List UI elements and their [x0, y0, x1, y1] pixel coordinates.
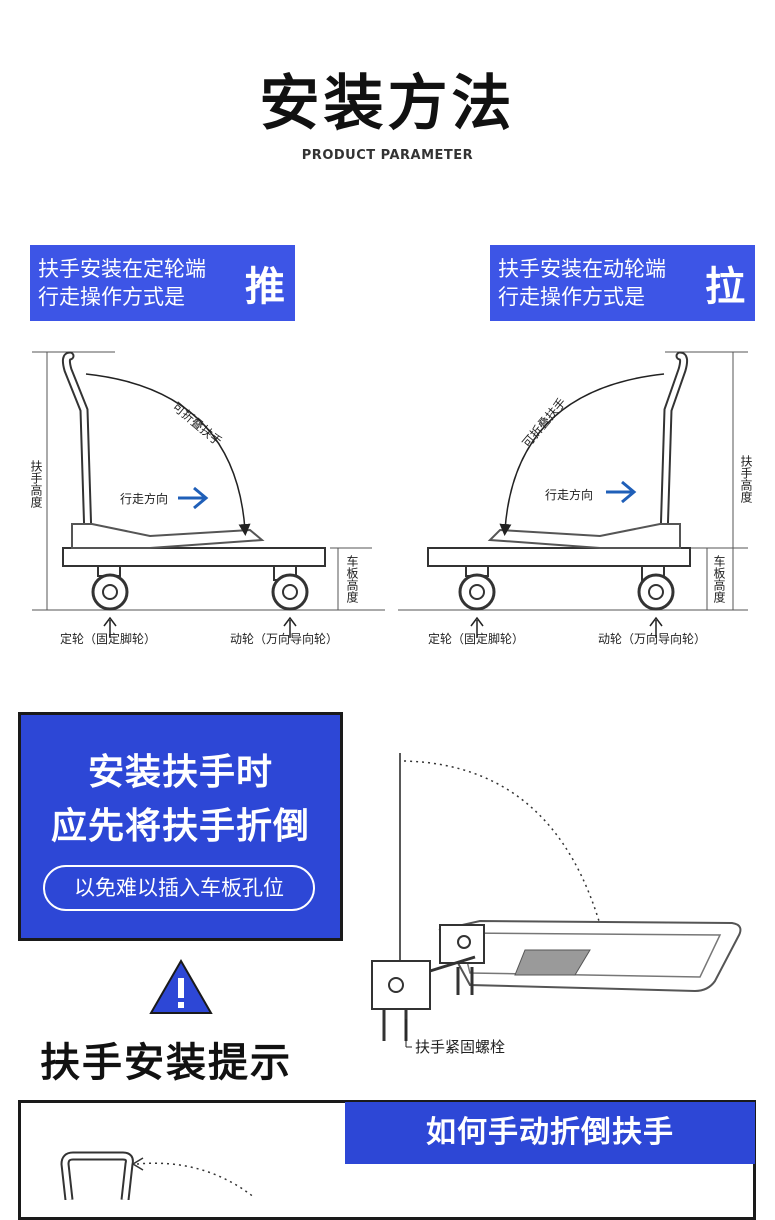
direction-arrow-icon — [178, 486, 209, 510]
bolt-label: 扶手紧固螺栓 — [415, 1038, 506, 1056]
folded-handle — [487, 523, 681, 549]
page-subtitle: PRODUCT PARAMETER — [301, 148, 474, 163]
pull-mode-badge: 扶手安装在动轮端 行走操作方式是 拉 — [490, 245, 755, 321]
push-mode-text: 扶手安装在定轮端 行走操作方式是 — [30, 255, 206, 311]
push-direction-label: 行走方向 — [120, 492, 169, 506]
arrow-up-icon — [649, 616, 663, 638]
push-deck-height-label: 车板高度 — [345, 555, 359, 603]
fold-arc — [85, 373, 251, 536]
pull-fixed-wheel-label: 定轮（固定脚轮） — [428, 632, 525, 646]
arrow-up-icon — [103, 616, 117, 638]
manual-fold-banner: 如何手动折倒扶手 — [345, 1102, 755, 1164]
fixed-wheel — [91, 565, 129, 611]
install-hint-title: 扶手安装提示 — [40, 1040, 292, 1086]
cart-diagrams — [32, 351, 748, 638]
push-mode-badge: 扶手安装在定轮端 行走操作方式是 推 — [30, 245, 295, 321]
pull-line2: 行走操作方式是 — [498, 285, 645, 309]
tip-line1: 安装扶手时 — [87, 752, 273, 793]
swivel-wheel — [637, 565, 675, 611]
pull-handle-height-label: 扶手高度 — [739, 455, 753, 503]
swivel-wheel — [271, 565, 309, 611]
fold-arc — [499, 373, 665, 536]
push-mode-value: 推 — [245, 264, 285, 310]
push-line2: 行走操作方式是 — [38, 285, 185, 309]
warning-icon — [149, 958, 213, 1014]
arrow-up-icon — [470, 616, 484, 638]
tip-note: 以免难以插入车板孔位 — [43, 865, 315, 911]
push-swivel-wheel-label: 动轮（万向导向轮） — [230, 632, 339, 646]
pull-deck-height-label: 车板高度 — [712, 555, 726, 603]
pull-swivel-wheel-label: 动轮（万向导向轮） — [598, 632, 707, 646]
manual-fold-illustration — [60, 1151, 256, 1200]
push-handle-height-label: 扶手高度 — [29, 460, 43, 508]
push-cart-diagram — [32, 351, 385, 638]
arrow-up-icon — [283, 616, 297, 638]
deck — [427, 547, 691, 567]
handle-bolt-illustration — [371, 753, 742, 1048]
pull-mode-text: 扶手安装在动轮端 行走操作方式是 — [490, 255, 666, 311]
folded-handle — [71, 523, 265, 549]
push-fixed-wheel-label: 定轮（固定脚轮） — [60, 632, 157, 646]
install-tip-box: 安装扶手时 应先将扶手折倒 以免难以插入车板孔位 — [18, 712, 343, 941]
pull-mode-value: 拉 — [705, 264, 745, 310]
page-title: 安装方法 — [259, 69, 516, 139]
tip-line2: 应先将扶手折倒 — [50, 806, 310, 847]
deck — [62, 547, 326, 567]
pull-direction-label: 行走方向 — [545, 488, 594, 502]
direction-arrow-icon — [606, 480, 637, 504]
push-line1: 扶手安装在定轮端 — [38, 257, 206, 281]
pull-cart-diagram — [398, 351, 748, 638]
pull-line1: 扶手安装在动轮端 — [498, 257, 666, 281]
fixed-wheel — [458, 565, 496, 611]
